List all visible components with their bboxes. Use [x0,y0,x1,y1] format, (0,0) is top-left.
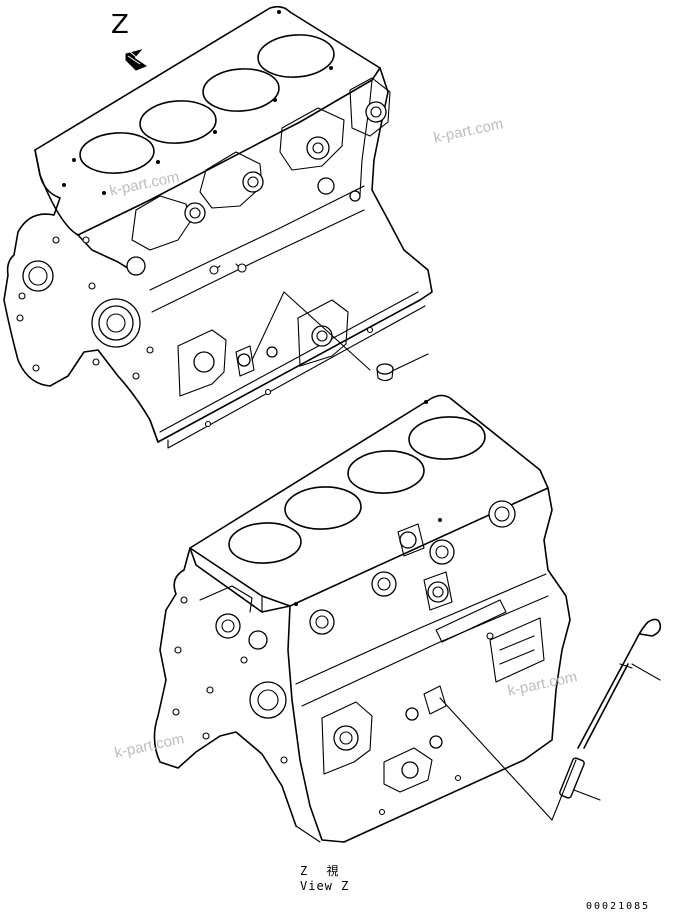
figure-number: 00021085 [586,901,651,912]
upper-plug-callout [251,291,429,382]
view-caption-japanese: Z 視 [300,864,345,878]
lower-cylinder-block [153,394,571,843]
upper-cylinder-block [3,5,433,449]
dipstick-assembly [439,618,662,821]
view-direction-arrow-icon [125,49,148,71]
view-marker-letter: Z [111,10,129,40]
view-caption-english: View Z [300,879,350,893]
